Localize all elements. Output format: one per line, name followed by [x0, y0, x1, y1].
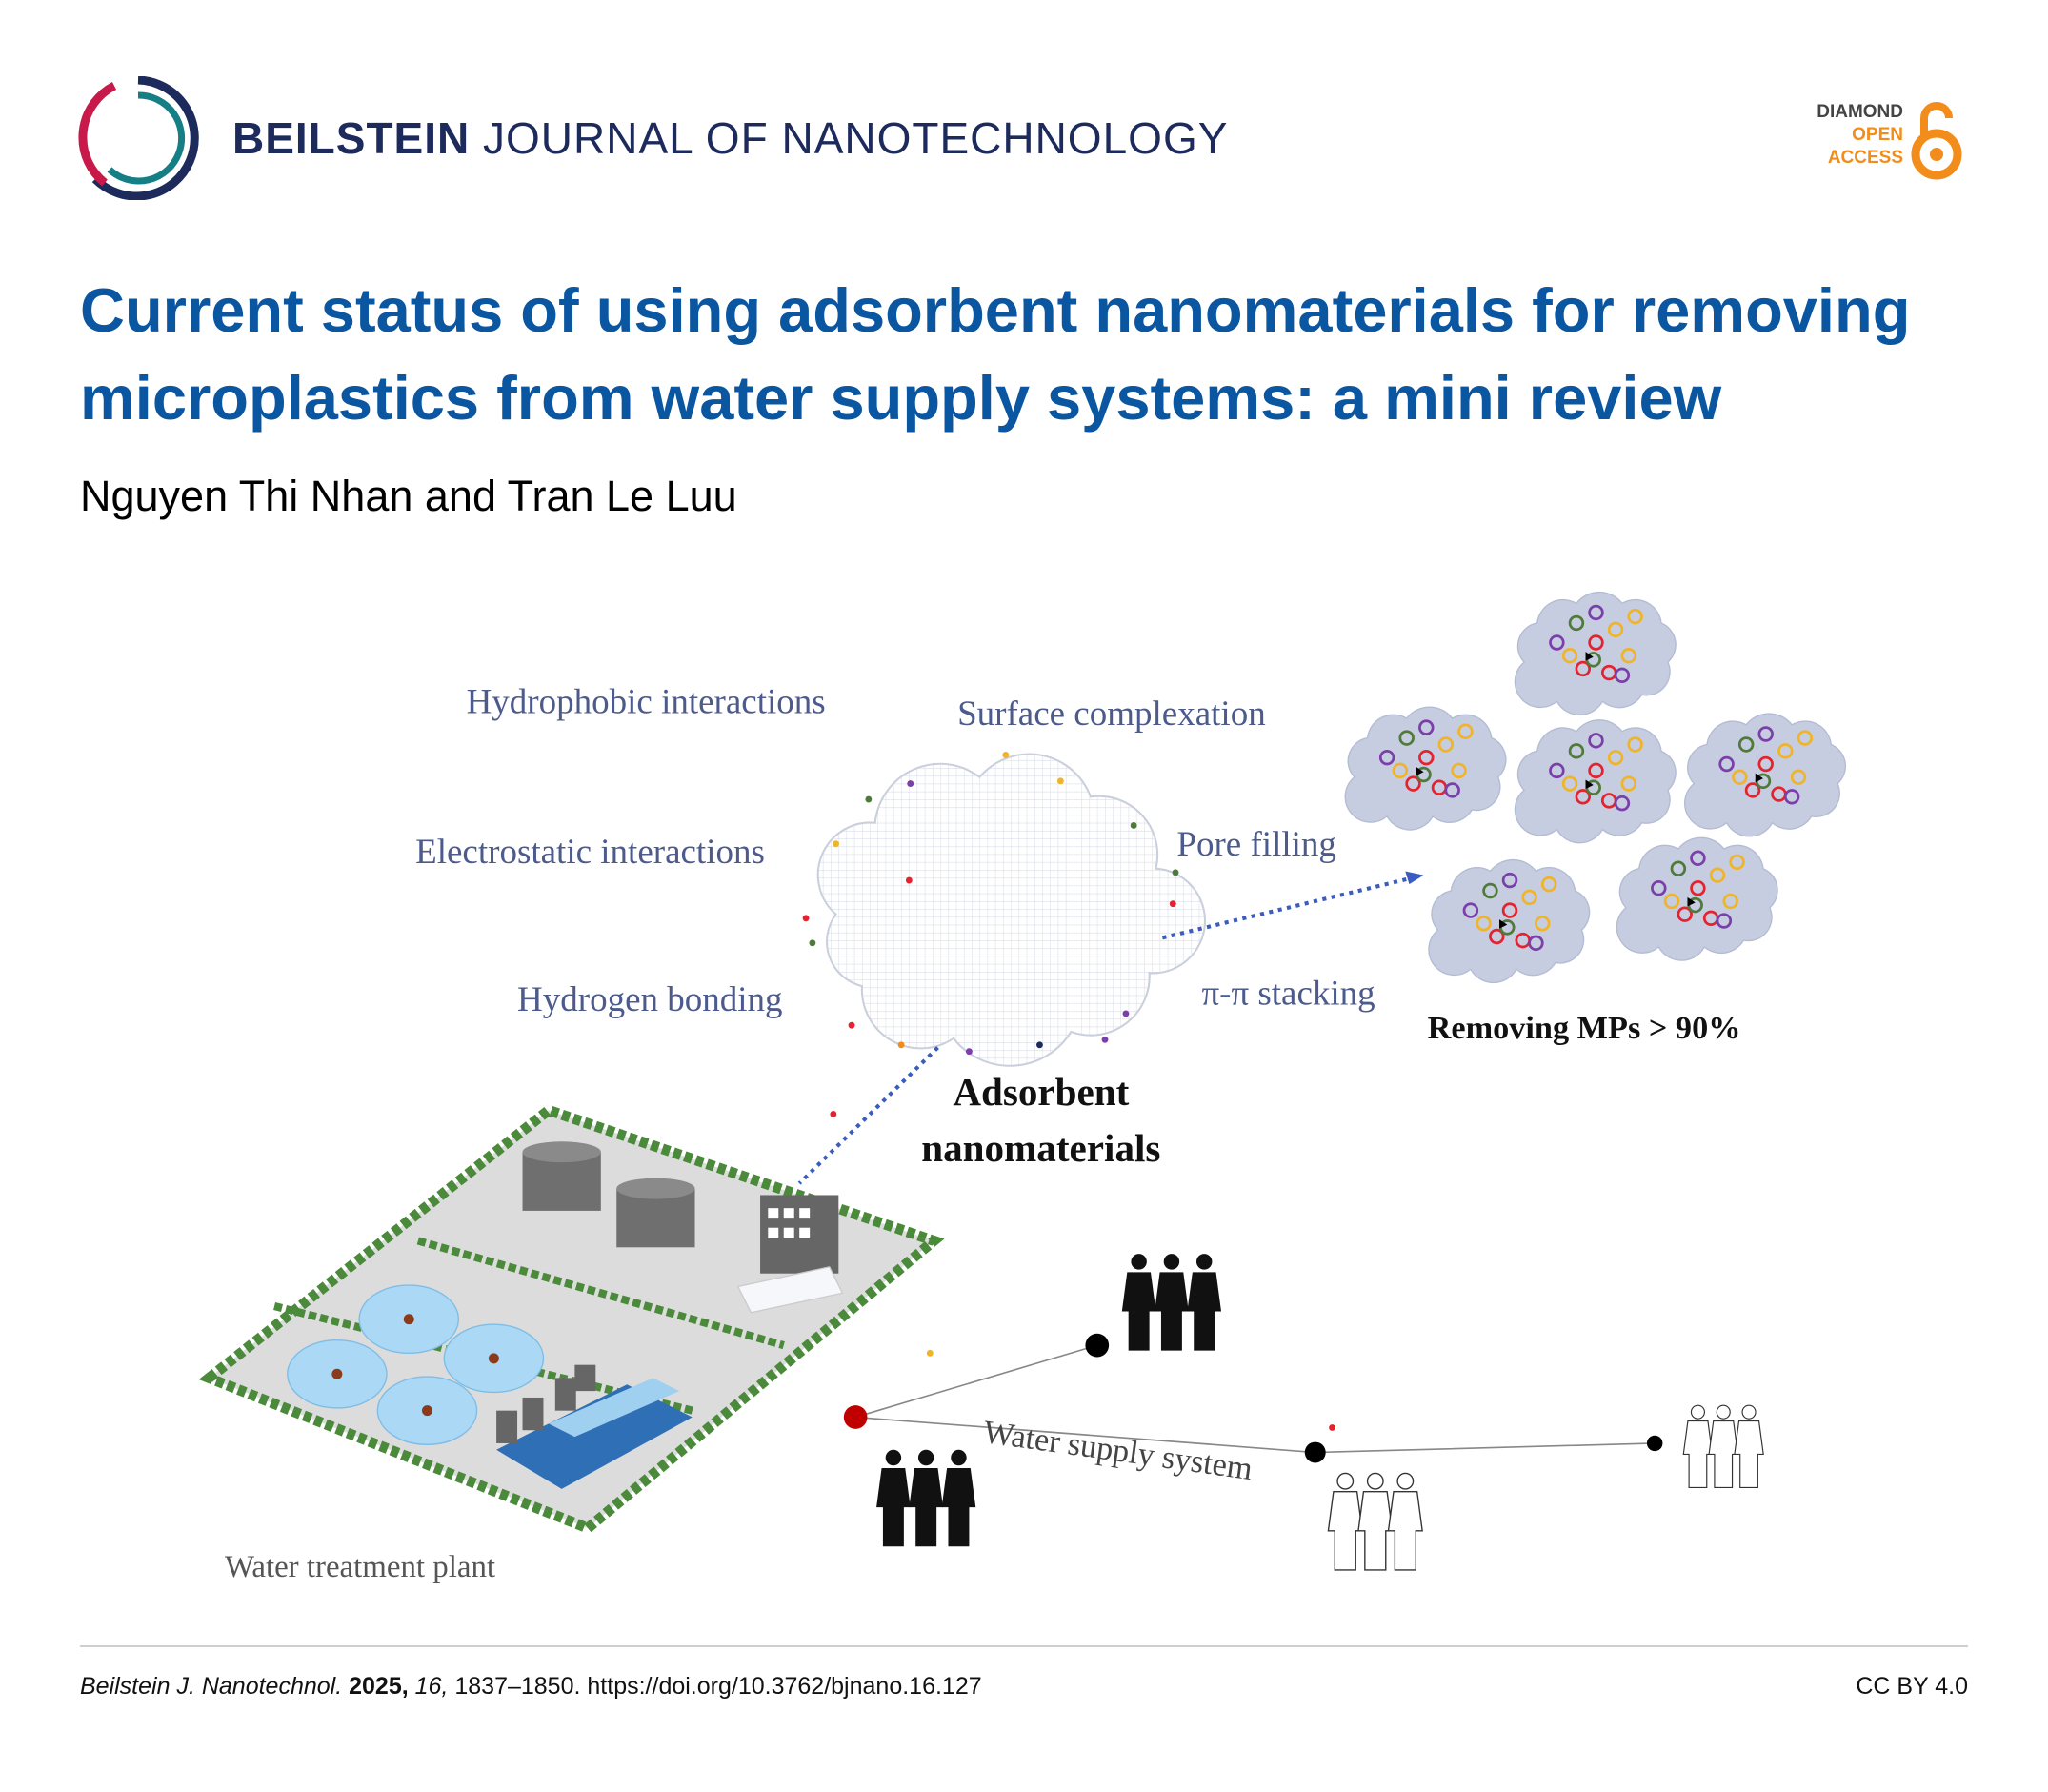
footer-divider [80, 1645, 1968, 1647]
label-pore-filling: Pore filling [1176, 825, 1336, 864]
citation-pages: 1837–1850. [454, 1673, 581, 1700]
article-title: Current status of using adsorbent nanoma… [80, 275, 1911, 433]
open-lock-icon [1911, 102, 1962, 180]
label-water-treatment-plant: Water treatment plant [225, 1550, 495, 1584]
arrow-to-removal [1161, 876, 1415, 940]
label-pi-stacking: π-π stacking [1201, 974, 1375, 1013]
beilstein-logo [78, 76, 199, 200]
oa-access: ACCESS [1827, 148, 1903, 168]
doi-link[interactable]: https://doi.org/10.3762/bjnano.16.127 [587, 1673, 982, 1700]
citation-journal: Beilstein J. Nanotechnol. [80, 1673, 343, 1700]
license[interactable]: CC BY 4.0 [1856, 1673, 1968, 1700]
citation-year: 2025, [349, 1673, 409, 1700]
molecule-dots [802, 752, 1335, 1431]
water-treatment-plant [198, 1104, 945, 1535]
journal-name: BEILSTEIN JOURNAL OF NANOTECHNOLOGY [232, 112, 1228, 164]
mp-cluster-group [1343, 591, 1847, 984]
oa-diamond: DIAMOND [1817, 102, 1903, 122]
label-surface-complexation: Surface complexation [957, 695, 1266, 734]
journal-name-bold: BEILSTEIN [232, 113, 471, 163]
article-authors: Nguyen Thi Nhan and Tran Le Luu [80, 472, 737, 520]
label-nanomaterials: nanomaterials [921, 1126, 1160, 1170]
label-removing-mps: Removing MPs > 90% [1428, 1010, 1741, 1046]
oa-open: OPEN [1852, 125, 1903, 145]
label-adsorbent: Adsorbent [953, 1070, 1129, 1114]
label-electrostatic: Electrostatic interactions [415, 833, 765, 872]
label-water-supply-system: Water supply system [981, 1414, 1255, 1487]
diamond-open-access-badge: DIAMOND OPEN ACCESS [1772, 101, 1962, 187]
journal-name-rest: JOURNAL OF NANOTECHNOLOGY [483, 113, 1229, 163]
citation-volume: 16, [414, 1673, 449, 1700]
adsorbent-cloud [816, 753, 1206, 1067]
water-supply-network [843, 1254, 1764, 1571]
label-hydrophobic: Hydrophobic interactions [467, 683, 826, 722]
arrow-to-plant [797, 1046, 939, 1185]
citation: Beilstein J. Nanotechnol. 2025, 16, 1837… [80, 1673, 982, 1701]
label-hydrogen-bonding: Hydrogen bonding [517, 980, 783, 1019]
